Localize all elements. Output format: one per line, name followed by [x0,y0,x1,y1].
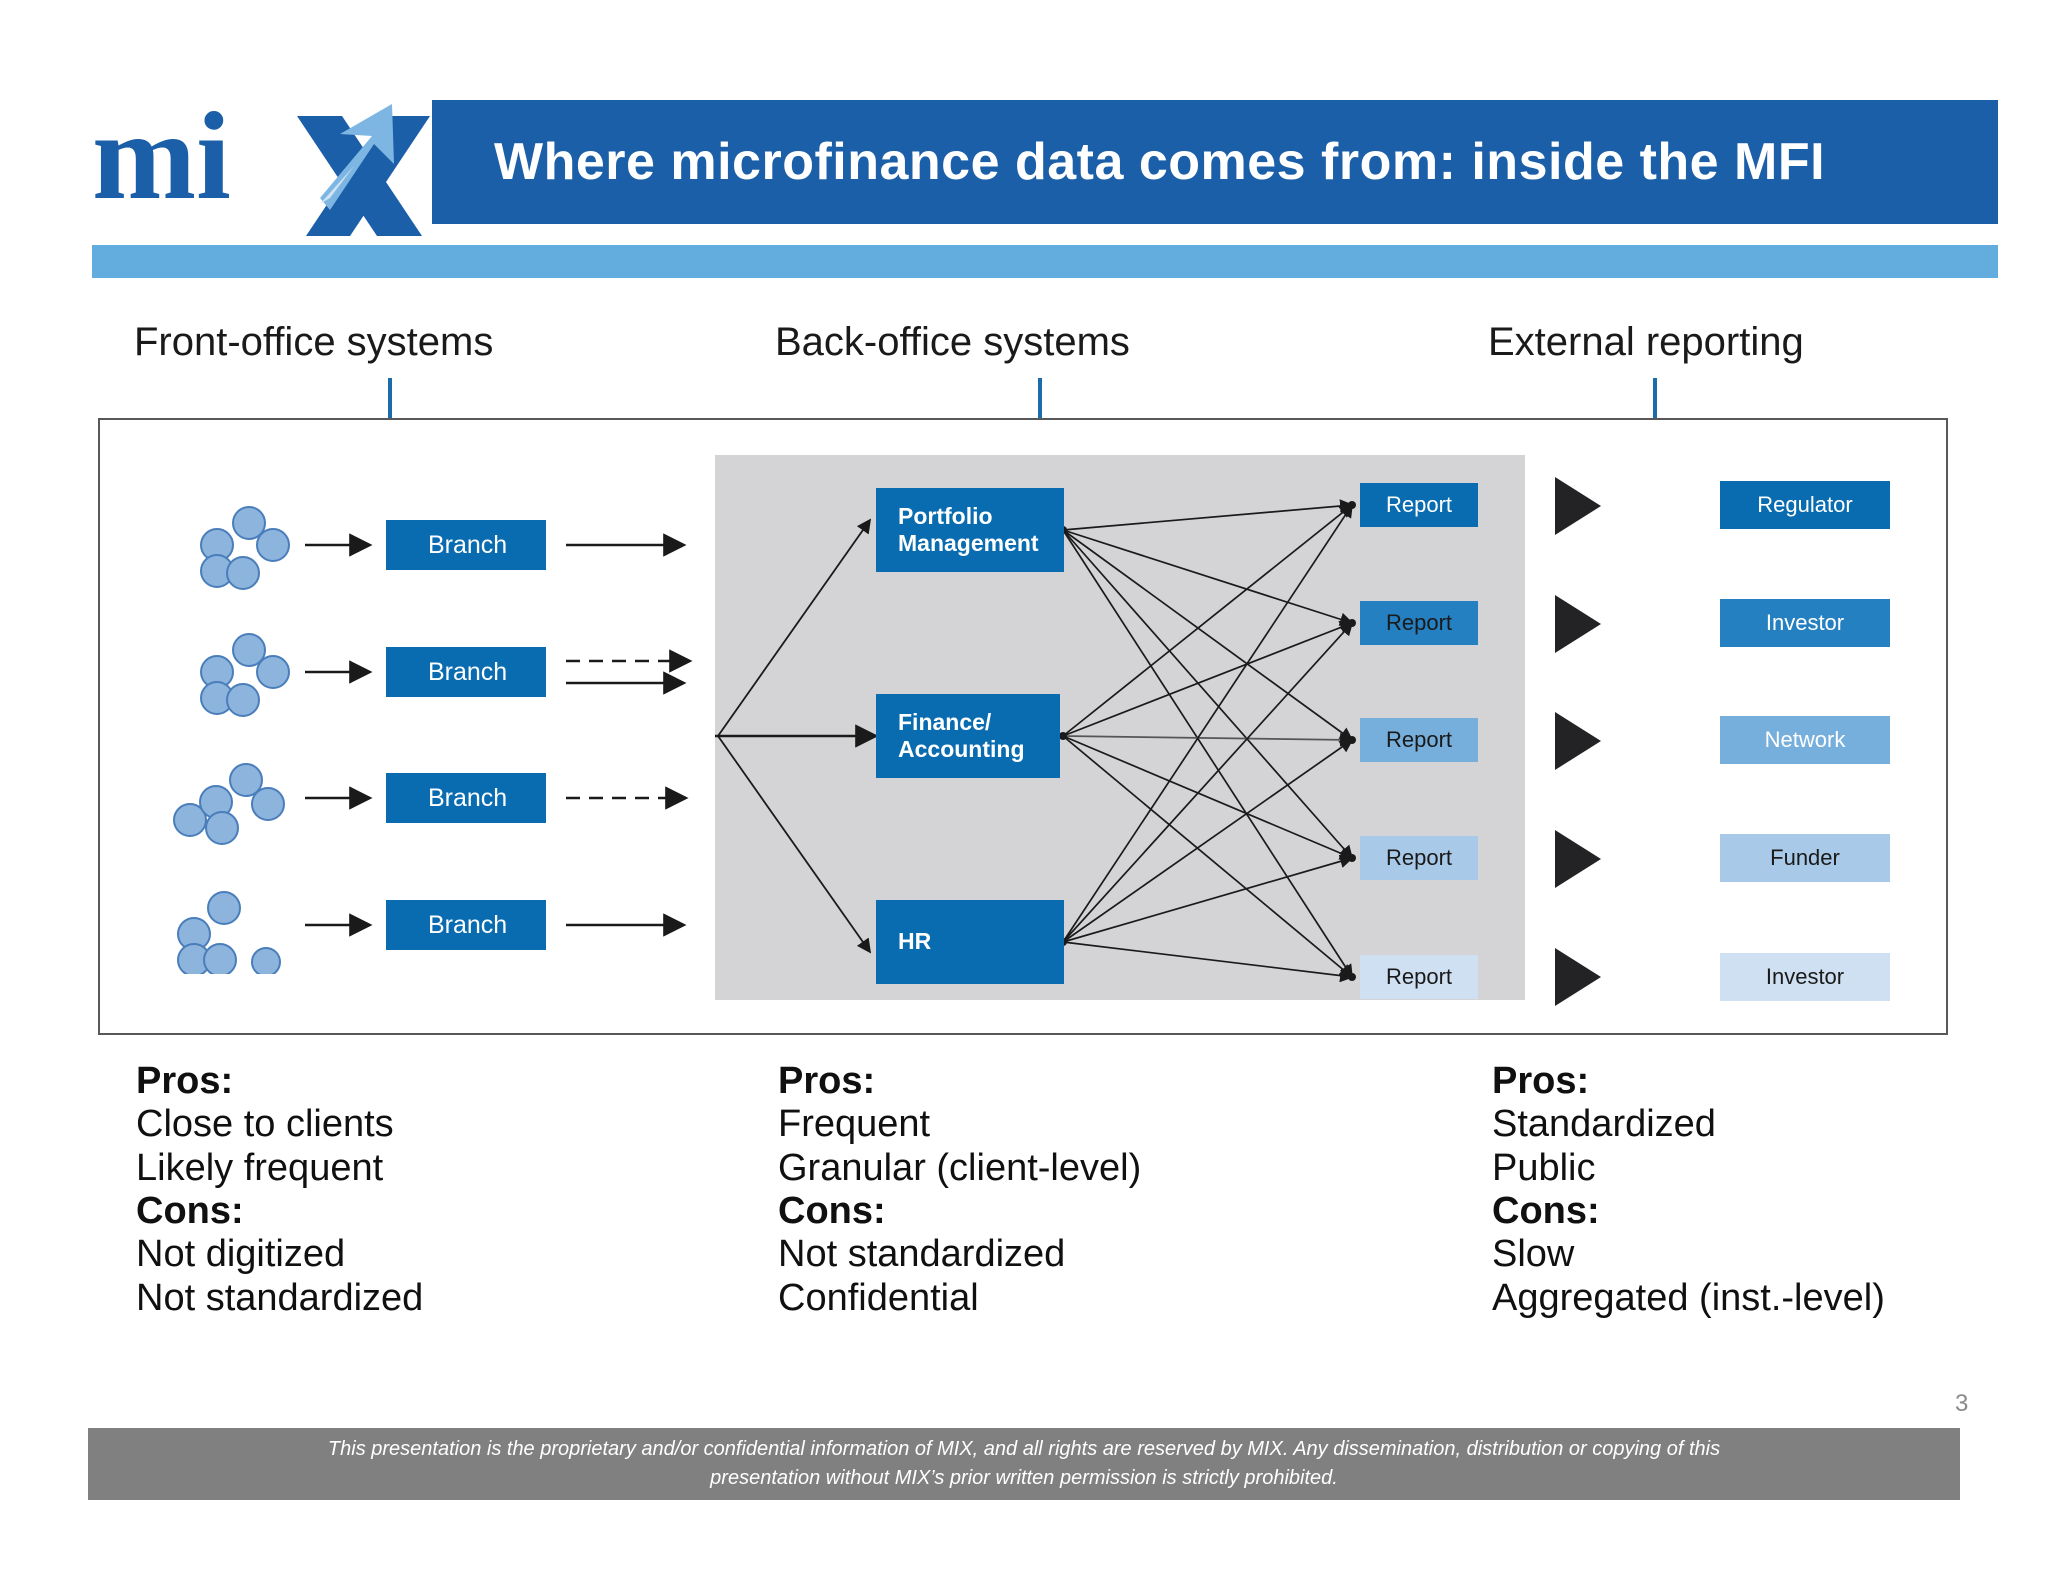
recipient-label: Regulator [1757,492,1853,517]
system-box-portfolio-management[interactable]: Portfolio Management [876,488,1064,572]
report-label: Report [1385,610,1453,635]
branch-label: Branch [428,783,508,812]
cons-item: Not standardized [778,1233,1066,1276]
recipient-label: Network [1764,727,1846,752]
system-label-line1: HR [898,928,932,955]
pros-item: Likely frequent [136,1146,384,1189]
svg-text:mi: mi [92,88,231,226]
column-header-back-office: Back-office systems [775,320,1130,364]
recipient-box-investor-2[interactable]: Investor [1720,953,1890,1001]
cons-item: Confidential [778,1276,979,1319]
cons-item: Slow [1492,1233,1575,1276]
recipient-box-funder[interactable]: Funder [1720,834,1890,882]
footer-line-1: This presentation is the proprietary and… [327,1438,1721,1460]
triangle-arrow-icon-4 [1555,830,1601,888]
system-box-hr[interactable]: HR [876,900,1064,984]
recipient-label: Investor [1765,964,1845,989]
report-label: Report [1385,964,1453,989]
branch-label: Branch [428,530,508,559]
mix-logo: mi [92,86,432,238]
system-label-line1: Finance/ [898,708,992,735]
column-header-external-reporting: External reporting [1488,320,1804,364]
triangle-arrow-icon-1 [1555,477,1601,535]
report-label: Report [1385,845,1453,870]
branch-label: Branch [428,657,508,686]
recipient-box-network[interactable]: Network [1720,716,1890,764]
cons-label: Cons: [778,1189,886,1232]
report-box-2[interactable]: Report [1360,601,1478,645]
branch-box-4[interactable]: Branch [386,900,546,950]
client-group-1 [185,505,295,595]
system-label-line2: Management [898,530,1039,556]
cons-item: Not digitized [136,1233,346,1276]
pros-label: Pros: [778,1060,876,1102]
report-box-3[interactable]: Report [1360,718,1478,762]
recipient-box-regulator[interactable]: Regulator [1720,481,1890,529]
report-box-4[interactable]: Report [1360,836,1478,880]
report-label: Report [1385,492,1453,517]
system-label-line1: Portfolio [898,502,993,529]
cons-label: Cons: [1492,1189,1600,1232]
pros-cons-back-office: Pros: Frequent Granular (client-level) C… [778,1060,1438,1320]
pros-item: Close to clients [136,1103,394,1146]
title-underline [92,245,1998,278]
triangle-arrow-icon-3 [1555,712,1601,770]
column-header-front-office: Front-office systems [134,320,494,364]
cons-item: Aggregated (inst.-level) [1492,1276,1885,1319]
pros-cons-external-reporting: Pros: Standardized Public Cons: Slow Agg… [1492,1060,2048,1320]
branch-box-2[interactable]: Branch [386,647,546,697]
page-title: Where microfinance data comes from: insi… [494,133,1826,191]
footer-disclaimer: This presentation is the proprietary and… [88,1428,1960,1500]
cons-label: Cons: [136,1189,244,1232]
branch-box-3[interactable]: Branch [386,773,546,823]
footer-line-2: presentation without MIX’s prior written… [710,1467,1338,1489]
triangle-arrow-icon-5 [1555,948,1601,1006]
pros-item: Frequent [778,1103,931,1146]
recipient-box-investor-1[interactable]: Investor [1720,599,1890,647]
branch-label: Branch [428,910,508,939]
client-group-4 [172,884,282,977]
recipient-label: Investor [1765,610,1845,635]
system-label-line2: Accounting [898,736,1025,762]
report-box-5[interactable]: Report [1360,955,1478,999]
pros-label: Pros: [136,1060,234,1102]
pros-cons-front-office: Pros: Close to clients Likely frequent C… [136,1060,756,1320]
page-number: 3 [1955,1390,1969,1417]
report-box-1[interactable]: Report [1360,483,1478,527]
cons-item: Not standardized [136,1276,424,1319]
system-box-finance-accounting[interactable]: Finance/ Accounting [876,694,1060,778]
client-group-2 [185,632,295,722]
triangle-arrow-icon-2 [1555,595,1601,653]
report-label: Report [1385,727,1453,752]
pros-label: Pros: [1492,1060,1590,1102]
slide-title-bar: Where microfinance data comes from: insi… [432,100,1998,224]
client-group-3 [172,758,285,848]
pros-item: Standardized [1492,1103,1716,1146]
pros-item: Public [1492,1146,1596,1189]
recipient-label: Funder [1770,845,1840,870]
pros-item: Granular (client-level) [778,1146,1142,1189]
branch-box-1[interactable]: Branch [386,520,546,570]
